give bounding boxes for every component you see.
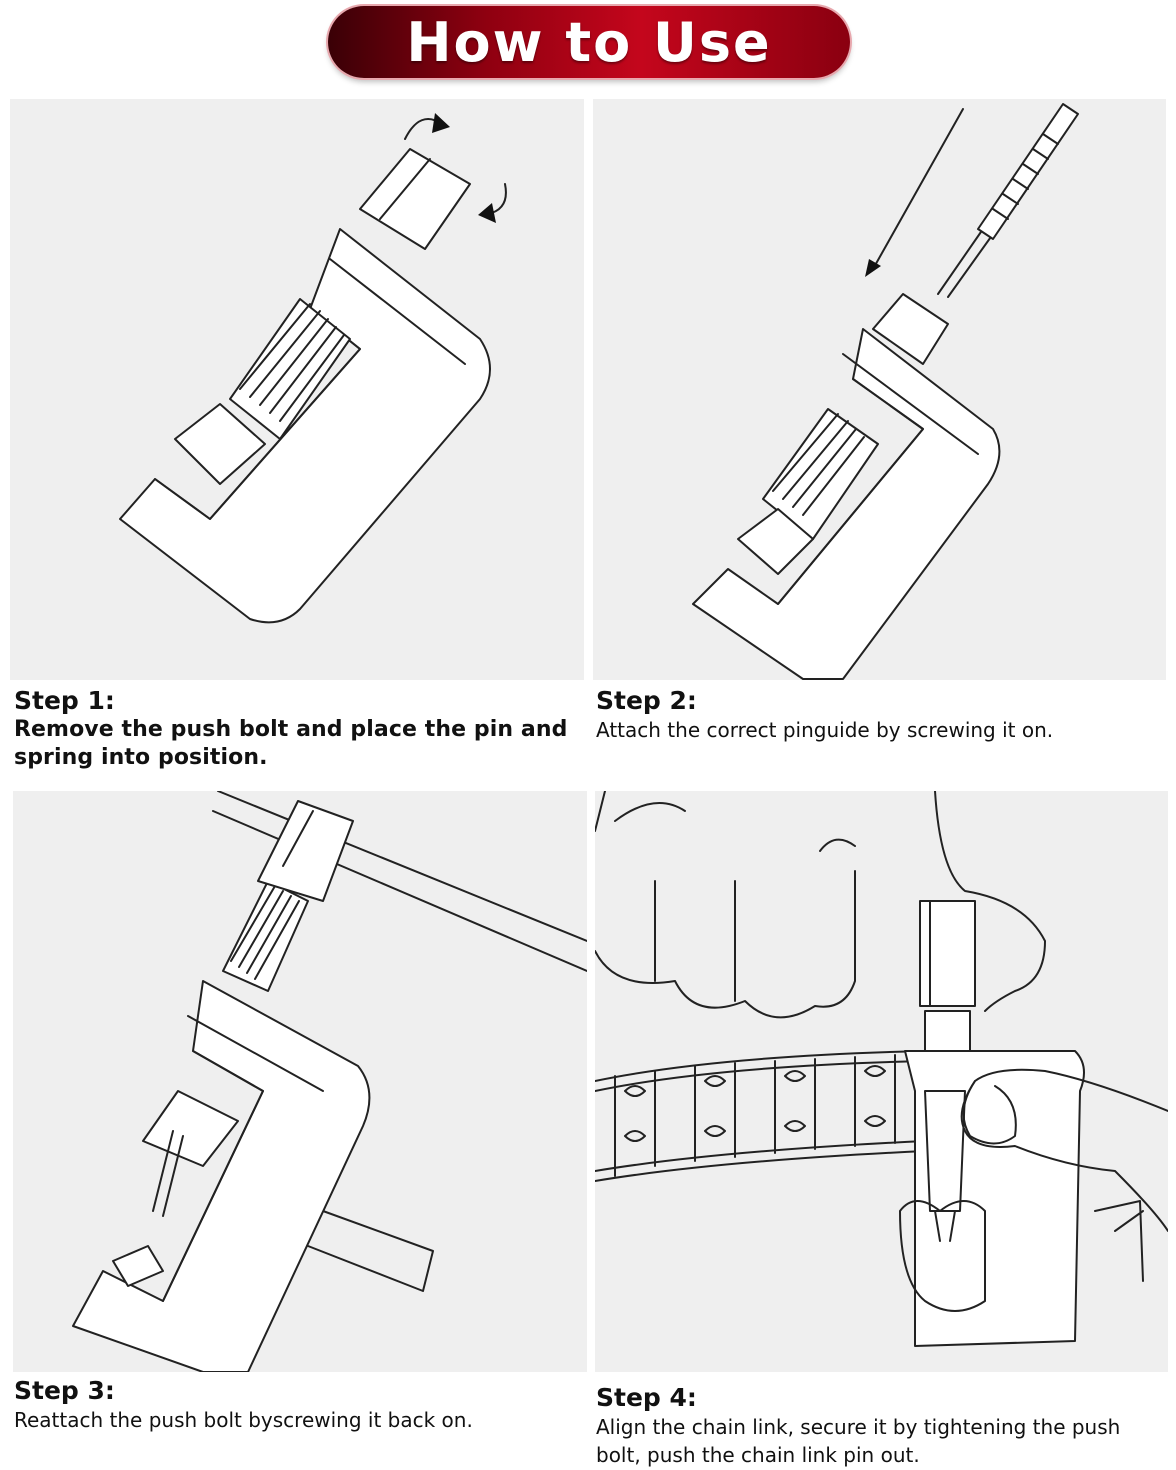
step-3-text: Reattach the push bolt byscrewing it bac… bbox=[14, 1408, 473, 1432]
step-1-text: Remove the push bolt and place the pin a… bbox=[14, 717, 568, 770]
chain-tool-body bbox=[692, 328, 1001, 680]
step-3-illustration bbox=[13, 791, 587, 1372]
step-3-title: Step 3: bbox=[14, 1376, 115, 1405]
chain-tool bbox=[899, 900, 1085, 1347]
push-bolt bbox=[222, 800, 354, 992]
pin-and-spring bbox=[112, 1090, 239, 1287]
pinguide-screw bbox=[937, 103, 1079, 298]
step-2-title: Step 2: bbox=[596, 686, 697, 715]
insert-arrow-icon bbox=[865, 108, 964, 277]
step-4-title: Step 4: bbox=[596, 1383, 697, 1412]
step-1-title: Step 1: bbox=[14, 686, 115, 715]
hand-left bbox=[595, 791, 1046, 1019]
step-4-caption: Step 4: Align the chain link, secure it … bbox=[596, 1383, 1166, 1469]
hand-right bbox=[960, 1068, 1168, 1282]
step-2-illustration bbox=[593, 99, 1166, 680]
step-4-text: Align the chain link, secure it by tight… bbox=[596, 1415, 1121, 1467]
step-1-illustration bbox=[10, 99, 584, 680]
step-1-caption: Step 1: Remove the push bolt and place t… bbox=[14, 686, 584, 772]
chain-tool-body bbox=[119, 228, 491, 624]
push-bolt-head bbox=[174, 148, 471, 485]
chain bbox=[595, 1050, 926, 1182]
threaded-screw bbox=[737, 293, 949, 575]
title-banner: How to Use bbox=[328, 6, 850, 78]
step-3-caption: Step 3: Reattach the push bolt byscrewin… bbox=[14, 1376, 584, 1434]
chain-tool-handle-bar bbox=[212, 791, 587, 1292]
threaded-screw bbox=[229, 298, 351, 440]
step-4-illustration bbox=[595, 791, 1168, 1372]
rotate-arrow-icon bbox=[404, 113, 507, 223]
step-2-caption: Step 2: Attach the correct pinguide by s… bbox=[596, 686, 1166, 744]
step-2-text: Attach the correct pinguide by screwing … bbox=[596, 718, 1054, 742]
chain-tool-body bbox=[72, 980, 371, 1372]
banner-title: How to Use bbox=[406, 10, 772, 74]
